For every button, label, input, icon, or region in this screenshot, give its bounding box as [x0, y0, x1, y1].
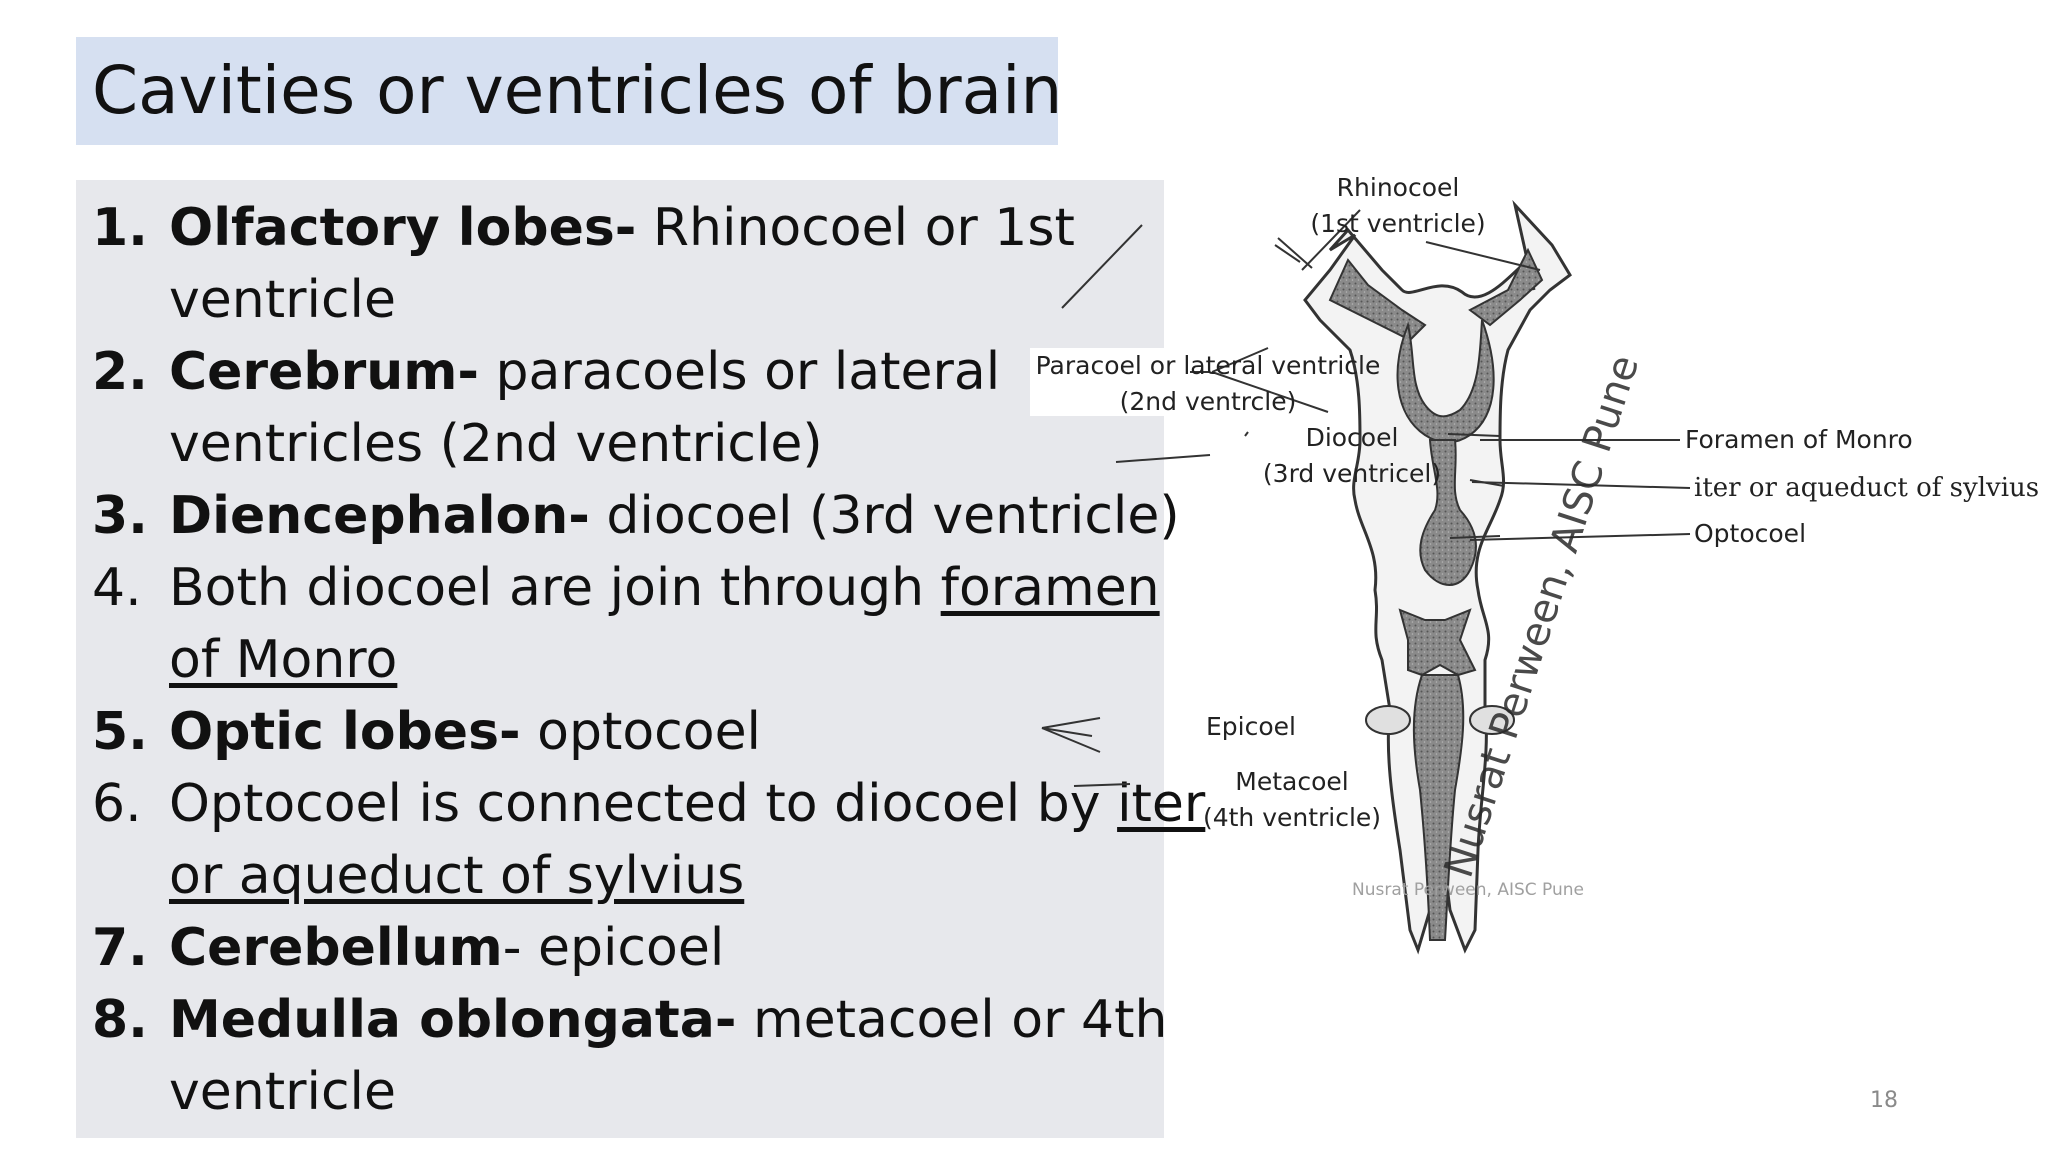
label-paracoel-sub: (2nd ventrcle) — [1120, 387, 1297, 416]
item-desc: diocoel (3rd ventricle) — [589, 486, 1180, 546]
item-number: 1. — [92, 198, 148, 258]
item-text: Olfactory lobes- Rhinocoel or 1st — [169, 192, 1075, 264]
leader-lines — [1041, 224, 1505, 787]
item-desc: - epicoel — [502, 918, 725, 978]
label-metacoel-sub: (4th ventricle) — [1203, 803, 1381, 832]
right-leader-lines — [1301, 209, 1691, 541]
paracoel — [1396, 319, 1495, 444]
item-term: Medulla oblongata- — [169, 990, 737, 1050]
brain-ventricle-diagram: Rhinocoel (1st ventricle) Paracoel or la… — [1030, 173, 2039, 955]
small-watermark: Nusrat Perween, AISC Pune — [1352, 880, 1584, 900]
cerebellum-lobe-right — [1469, 705, 1515, 735]
item-text: Optic lobes- optocoel — [169, 696, 761, 768]
item-desc: Optocoel is connected to diocoel by — [169, 774, 1118, 834]
item-text: Both diocoel are join through foramen — [169, 552, 1160, 624]
label-diocoel: Diocoel — [1306, 423, 1399, 452]
slide-title: Cavities or ventricles of brain — [92, 52, 1063, 129]
item-desc-line2: ventricle — [169, 1062, 396, 1122]
item-desc: metacoel or 4th — [736, 990, 1168, 1050]
foramen-link-text-line2: of Monro — [169, 630, 398, 690]
item-number: 5. — [92, 702, 148, 762]
label-paracoel: Paracoel or lateral ventricle — [1036, 351, 1381, 380]
item-term: Diencephalon- — [169, 486, 590, 546]
item-number: 6. — [92, 774, 142, 834]
item-term: Cerebrum- — [169, 342, 479, 402]
item-desc: Both diocoel are join through — [169, 558, 941, 618]
title-box: Cavities or ventricles of brain — [76, 37, 1062, 145]
item-term: Optic lobes- — [169, 702, 521, 762]
label-rhinocoel: Rhinocoel — [1337, 173, 1460, 202]
item-text: Cerebrum- paracoels or lateral — [169, 336, 1000, 408]
label-foramen: Foramen of Monro — [1685, 425, 1913, 454]
diocoel-optocoel — [1419, 439, 1477, 586]
label-epicoel: Epicoel — [1206, 712, 1296, 741]
label-metacoel: Metacoel — [1235, 767, 1348, 796]
item-desc: Rhinocoel or 1st — [636, 198, 1075, 258]
item-text: Diencephalon- diocoel (3rd ventricle) — [169, 480, 1180, 552]
iter-link-text-line2: or aqueduct of sylvius — [169, 846, 745, 906]
page-number: 18 — [1870, 1088, 1898, 1113]
cerebellum-lobe-left — [1365, 705, 1411, 735]
item-desc: optocoel — [520, 702, 762, 762]
label-iter: iter or aqueduct of sylvius — [1694, 473, 2039, 503]
item-term: Cerebellum — [169, 918, 503, 978]
item-text: Optocoel is connected to diocoel by iter — [169, 768, 1205, 840]
label-backing — [1030, 348, 1178, 416]
rhinocoel-right — [1468, 247, 1544, 327]
epicoel — [1398, 608, 1477, 677]
item-number: 2. — [92, 342, 148, 402]
item-text: Medulla oblongata- metacoel or 4th — [169, 984, 1167, 1056]
item-desc-line2: ventricles (2nd ventricle) — [169, 414, 823, 474]
item-number: 7. — [92, 918, 148, 978]
item-term: Olfactory lobes- — [169, 198, 637, 258]
foramen-link-text: foramen — [940, 558, 1160, 618]
label-diocoel-sub: (3rd ventricel) — [1263, 459, 1441, 488]
item-desc-line2: ventricle — [169, 270, 396, 330]
content-box: 1. Olfactory lobes- Rhinocoel or 1st ven… — [76, 180, 1205, 1138]
item-number: 3. — [92, 486, 148, 546]
item-number: 4. — [92, 558, 142, 618]
metacoel — [1412, 674, 1465, 941]
item-text: Cerebellum- epicoel — [169, 912, 724, 984]
rhinocoel-left — [1328, 258, 1427, 342]
iter-link-text: iter — [1117, 774, 1206, 834]
item-number: 8. — [92, 990, 148, 1050]
item-desc: paracoels or lateral — [479, 342, 1001, 402]
label-rhinocoel-sub: (1st ventricle) — [1310, 209, 1485, 238]
label-optocoel: Optocoel — [1694, 519, 1806, 548]
